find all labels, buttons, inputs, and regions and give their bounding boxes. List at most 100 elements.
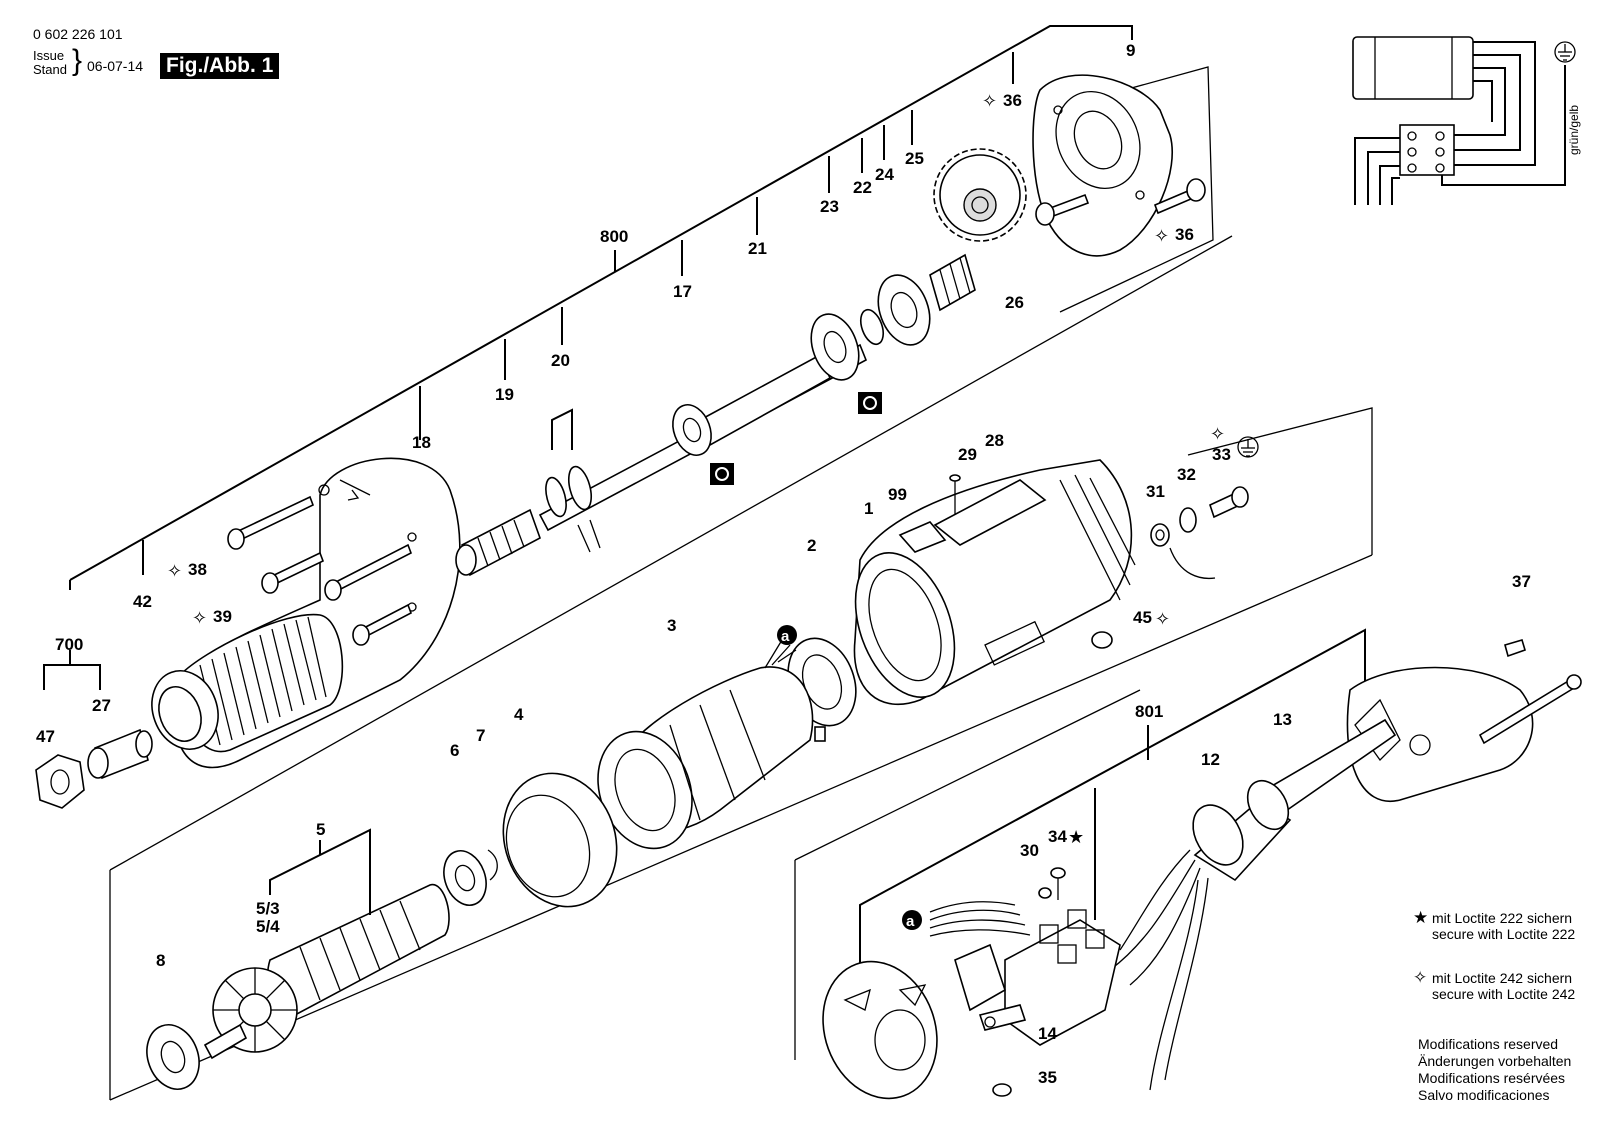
- callout-20: 20: [551, 351, 570, 370]
- figure-label: Fig./Abb. 1: [160, 53, 280, 79]
- ground-icon: [1237, 436, 1259, 458]
- callout-24: 24: [875, 165, 894, 184]
- callout-32: 32: [1177, 465, 1196, 484]
- loctite-242-icon: ✧: [1154, 226, 1169, 246]
- gear-26: [933, 148, 1027, 242]
- callout-6: 6: [450, 741, 459, 760]
- wiring-schematic: grün/gelb: [1352, 36, 1581, 205]
- loctite-222-icon: ★: [1068, 827, 1084, 847]
- loctite-markers: ✧ ✧ ✧ ✧ ✧ ✧ ★: [167, 91, 1225, 847]
- wire-markers: a a: [777, 625, 922, 930]
- bracket-5: [269, 828, 371, 915]
- callout-29: 29: [958, 445, 977, 464]
- callout-4: 4: [514, 705, 524, 724]
- frame-upper: [109, 66, 1233, 960]
- loctite-242-icon: ✧: [982, 91, 997, 111]
- callout-14: 14: [1038, 1024, 1057, 1043]
- bearing-8: [146, 1024, 200, 1090]
- armature-5: [203, 884, 450, 1060]
- motor-housing-1: [853, 459, 1136, 706]
- callout-35: 35: [1038, 1068, 1057, 1087]
- loctite-242-icon: ✧: [1155, 609, 1170, 629]
- issue-label: Issue: [33, 48, 65, 63]
- legend-loctite-222-en: secure with Loctite 222: [1432, 926, 1576, 942]
- callout-30: 30: [1020, 841, 1039, 860]
- callout-18: 18: [412, 433, 431, 452]
- callout-17: 17: [673, 282, 692, 301]
- callout-37: 37: [1512, 572, 1531, 591]
- callout-5-3: 5/3: [256, 899, 280, 918]
- loctite-242-icon: ✧: [1210, 424, 1225, 444]
- callout-23: 23: [820, 197, 839, 216]
- callout-5: 5: [316, 820, 325, 839]
- callout-7: 7: [476, 726, 485, 745]
- terminal-block: [929, 867, 1121, 1046]
- assembly-bracket-800: [43, 25, 1133, 690]
- legend-loctite-222-de: mit Loctite 222 sichern: [1432, 910, 1573, 926]
- callout-8: 8: [156, 951, 165, 970]
- callout-26: 26: [1005, 293, 1024, 312]
- bearing-6: [443, 849, 498, 906]
- callout-801: 801: [1135, 702, 1163, 721]
- callout-800: 800: [600, 227, 628, 246]
- bearing-note-icon: [710, 463, 734, 485]
- ground-parts: [1150, 486, 1249, 580]
- loctite-222-icon: ★: [1413, 908, 1429, 927]
- callout-33: 33: [1212, 445, 1231, 464]
- callout-27: 27: [92, 696, 111, 715]
- callout-1: 1: [864, 499, 873, 518]
- callout-9: 9: [1126, 41, 1135, 60]
- gear-housing-18: [151, 457, 461, 769]
- callout-34: 34: [1048, 827, 1067, 846]
- document-number: 0 602 226 101: [33, 26, 123, 42]
- end-cover-9: [1032, 74, 1206, 257]
- callout-3: 3: [667, 616, 676, 635]
- callout-21: 21: [748, 239, 767, 258]
- assembly-bracket-801: [794, 628, 1366, 1060]
- legend-loctite-242: ✧ mit Loctite 242 sichern secure with Lo…: [1413, 969, 1576, 1002]
- callout-38: 38: [188, 560, 207, 579]
- legend-loctite-242-en: secure with Loctite 242: [1432, 986, 1576, 1002]
- callout-47: 47: [36, 727, 55, 746]
- housing-screws: [227, 495, 412, 646]
- bearing-note-icon: [858, 392, 882, 414]
- legend-loctite-242-de: mit Loctite 242 sichern: [1432, 970, 1573, 986]
- callout-28: 28: [985, 431, 1004, 450]
- modifications-notice: Modifications reserved Änderungen vorbeh…: [1418, 1036, 1571, 1104]
- callout-36-top: 36: [1003, 91, 1022, 110]
- stator-3: [597, 639, 826, 850]
- rear-cap: [822, 943, 1027, 1100]
- callout-5-4: 5/4: [256, 917, 280, 936]
- callout-39: 39: [213, 607, 232, 626]
- modifications-fr: Modifications resérvées: [1418, 1070, 1566, 1086]
- cable-assembly: [1109, 718, 1397, 1091]
- callout-99: 99: [888, 485, 907, 504]
- ground-icon: [1554, 41, 1576, 63]
- callout-labels: 800 9 36 36 25 24 22 23 26 21 17 20 19 1…: [36, 41, 1531, 1087]
- spindle-assembly: [455, 253, 976, 577]
- ground-wire-label: grün/gelb: [1567, 105, 1581, 155]
- issue-date: 06-07-14: [87, 58, 144, 74]
- callout-700: 700: [55, 635, 83, 654]
- callout-25: 25: [905, 149, 924, 168]
- loctite-242-icon: ✧: [1413, 968, 1428, 987]
- modifications-de: Änderungen vorbehalten: [1418, 1053, 1572, 1069]
- brace-icon: }: [72, 44, 83, 77]
- end-cap-37: [1346, 639, 1582, 803]
- callout-22: 22: [853, 178, 872, 197]
- wire-marker-a: a: [906, 913, 915, 930]
- callout-36-right: 36: [1175, 225, 1194, 244]
- frame-middle: [109, 407, 1373, 1101]
- callout-42: 42: [133, 592, 152, 611]
- callout-12: 12: [1201, 750, 1220, 769]
- modifications-en: Modifications reserved: [1418, 1036, 1559, 1052]
- callout-13: 13: [1273, 710, 1292, 729]
- callout-31: 31: [1146, 482, 1165, 501]
- collet-and-nut: [35, 728, 153, 809]
- callout-2: 2: [807, 536, 816, 555]
- loctite-242-icon: ✧: [192, 608, 207, 628]
- ring-4: [502, 772, 618, 908]
- callout-19: 19: [495, 385, 514, 404]
- legend-loctite-222: ★ mit Loctite 222 sichern secure with Lo…: [1413, 909, 1576, 942]
